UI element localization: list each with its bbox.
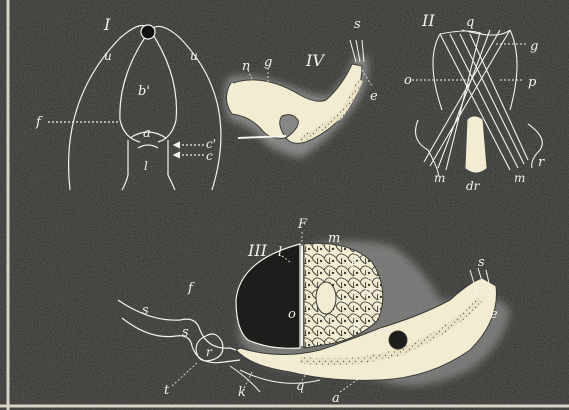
fig3-label-a: a <box>332 391 340 406</box>
fig1-label-u-left: u <box>104 49 112 63</box>
fig3-label-e: e <box>490 307 498 322</box>
fig3-label-s-left: s <box>142 303 149 318</box>
fig3-label-s-right: s <box>478 255 485 270</box>
fig3-label-l: l <box>278 245 282 260</box>
fig3-label-k: k <box>238 385 246 400</box>
fig3-label-F-top: F <box>297 217 308 232</box>
fig1-label-l: l <box>144 159 148 173</box>
fig1-label-a: a <box>143 126 151 141</box>
fig1-apex-dot <box>141 25 155 39</box>
fig1-numeral: I <box>103 15 111 34</box>
fig4-label-l: l <box>230 81 234 95</box>
fig4-numeral: IV <box>305 51 325 70</box>
fig3-label-n: n <box>352 319 360 334</box>
fig4-label-n: n <box>242 59 250 74</box>
fig2-label-m-left: m <box>434 171 445 185</box>
fig2-label-p: p <box>528 75 537 90</box>
fig3-label-t: t <box>164 383 170 398</box>
fig3-nucleus <box>316 282 336 314</box>
fig3-numeral: III <box>247 241 268 260</box>
fig2-label-o: o <box>404 73 412 88</box>
fig2-label-q: q <box>466 15 474 30</box>
fig1-label-u-right: u <box>190 49 198 63</box>
fig3-label-g: g <box>364 283 372 298</box>
fig3-label-F-right: F <box>349 257 360 272</box>
fig1-label-b: b' <box>138 84 150 99</box>
fig2-label-r: r <box>538 155 545 170</box>
fig3-label-q: q <box>296 379 304 394</box>
fig3-ring <box>389 331 407 349</box>
fig2-label-m-right: m <box>514 171 525 185</box>
fig4-label-s: s <box>354 17 361 32</box>
fig2-label-g: g <box>530 39 538 54</box>
fig3-label-s-mid: s <box>182 325 189 340</box>
fig3-label-m: m <box>328 231 340 246</box>
fig3-label-o: o <box>288 307 296 322</box>
fig2-label-dr: dr <box>466 179 481 193</box>
fig2-numeral: II <box>421 11 435 30</box>
fig1-label-c: c <box>206 149 213 163</box>
fig4-label-g: g <box>264 55 272 70</box>
fig4-label-e: e <box>370 89 378 104</box>
